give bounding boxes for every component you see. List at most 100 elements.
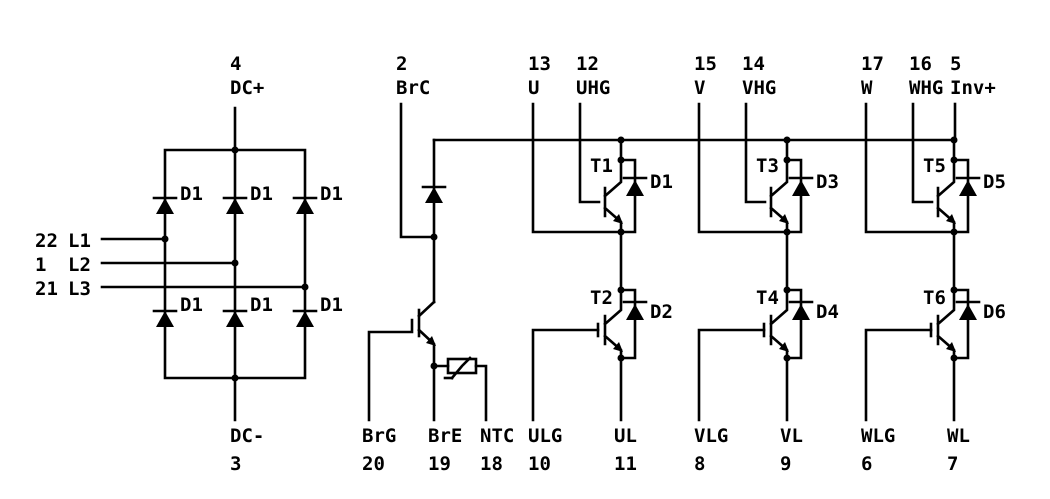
ntc-label: NTC xyxy=(480,425,514,447)
igbt-low xyxy=(769,288,789,422)
input-wires xyxy=(100,237,307,289)
low-emitter-label: VL xyxy=(780,425,803,447)
output-pin: 15 xyxy=(694,53,717,75)
emitter-arrow-low xyxy=(779,342,789,352)
diode-label: D1 xyxy=(320,183,343,205)
brake-wires xyxy=(399,102,436,304)
dc-plus-label: DC+ xyxy=(230,77,264,99)
l2-label: L2 xyxy=(68,254,91,276)
junction-dot xyxy=(950,228,958,236)
l3-pin: 21 xyxy=(35,278,58,300)
junction-dot xyxy=(231,374,239,382)
junction-dot xyxy=(783,136,791,144)
brc-pin: 2 xyxy=(396,53,407,75)
diode-high xyxy=(959,180,977,196)
low-gate-label: WLG xyxy=(861,425,895,447)
brake-chopper: 2 BrC BrG 20 BrE 19 NTC 18 xyxy=(362,53,514,475)
l2-pin: 1 xyxy=(35,254,46,276)
inverter-legs: 13U12UHGULG10UL11T1D1T2D215V14VHGVLG8VL9… xyxy=(528,53,1006,475)
diode-label-high: D5 xyxy=(983,171,1006,193)
igbt-high xyxy=(603,138,623,234)
diode-branch-low xyxy=(785,288,803,360)
ntc-thermistor xyxy=(430,356,488,422)
igbt-label-high: T3 xyxy=(756,155,779,177)
inv-plus-pin: 5 xyxy=(950,53,961,75)
high-gate-label: WHG xyxy=(909,77,943,99)
low-gate-wire xyxy=(864,328,933,422)
brake-diode xyxy=(421,185,447,203)
output-wire xyxy=(864,102,956,234)
igbt-low xyxy=(603,288,623,422)
rectifier-diode-upper-1 xyxy=(152,196,178,214)
junction-dot xyxy=(950,136,958,144)
dc-minus-pin: 3 xyxy=(230,453,241,475)
junction-dot xyxy=(617,354,625,362)
diode-label: D1 xyxy=(320,294,343,316)
high-gate-wire xyxy=(911,102,934,204)
rectifier-diode-lower-3 xyxy=(292,309,318,327)
low-gate-pin: 6 xyxy=(861,453,872,475)
brg-label: BrG xyxy=(362,425,396,447)
diode-label: D1 xyxy=(180,294,203,316)
output-label: W xyxy=(861,77,873,99)
igbt-label-high: T1 xyxy=(590,155,613,177)
output-pin: 13 xyxy=(528,53,551,75)
bre-pin: 19 xyxy=(428,453,451,475)
junction-dot xyxy=(950,286,958,294)
igbt-label-low: T6 xyxy=(923,287,946,309)
igbt-label-low: T4 xyxy=(756,287,779,309)
igbt-high xyxy=(936,138,956,234)
junction-dot xyxy=(617,228,625,236)
junction-dot xyxy=(430,233,438,241)
junction-dot xyxy=(231,146,239,154)
emitter-arrow-high xyxy=(613,214,623,224)
junction-dot xyxy=(301,283,309,291)
dc-minus-label: DC- xyxy=(230,425,264,447)
junction-dot xyxy=(783,354,791,362)
diode-low xyxy=(792,304,810,320)
igbt-low xyxy=(936,288,956,422)
brc-label: BrC xyxy=(396,77,430,99)
high-gate-pin: 14 xyxy=(742,53,765,75)
rectifier-bridge: 4 DC+ DC- 3 22 L1 1 L2 21 L3 xyxy=(35,53,343,475)
output-wire xyxy=(531,102,623,234)
diode-branch-low xyxy=(619,288,637,360)
diode-label-low: D2 xyxy=(650,301,673,323)
diode-high xyxy=(626,180,644,196)
output-label: U xyxy=(528,77,539,99)
diode-label-low: D6 xyxy=(983,301,1006,323)
low-emitter-label: WL xyxy=(947,425,970,447)
emitter-arrow-high xyxy=(779,214,789,224)
low-gate-pin: 10 xyxy=(528,453,551,475)
low-emitter-pin: 11 xyxy=(614,453,637,475)
bre-label: BrE xyxy=(428,425,462,447)
low-gate-wire xyxy=(531,328,600,422)
rectifier-diode-upper-2 xyxy=(222,196,248,214)
emitter-arrow-low xyxy=(946,342,956,352)
diode-branch-low xyxy=(952,288,970,360)
junction-dot xyxy=(617,156,625,164)
diode-label: D1 xyxy=(250,183,273,205)
igbt-label-low: T2 xyxy=(590,287,613,309)
low-emitter-pin: 7 xyxy=(947,453,958,475)
rectifier-diode-lower-1 xyxy=(152,309,178,327)
diode-label: D1 xyxy=(250,294,273,316)
junction-dot xyxy=(231,259,239,267)
rectifier-diode-upper-3 xyxy=(292,196,318,214)
output-label: V xyxy=(694,77,705,99)
diode-low xyxy=(626,304,644,320)
ntc-pin: 18 xyxy=(480,453,503,475)
diode-label-high: D1 xyxy=(650,171,673,193)
junction-dot xyxy=(783,156,791,164)
inv-plus-label: Inv+ xyxy=(950,77,996,99)
junction-dot xyxy=(950,156,958,164)
l3-label: L3 xyxy=(68,278,91,300)
high-gate-label: UHG xyxy=(576,77,610,99)
l1-pin: 22 xyxy=(35,230,58,252)
igbt-high xyxy=(769,138,789,234)
brake-igbt xyxy=(367,300,436,422)
low-emitter-pin: 9 xyxy=(780,453,791,475)
